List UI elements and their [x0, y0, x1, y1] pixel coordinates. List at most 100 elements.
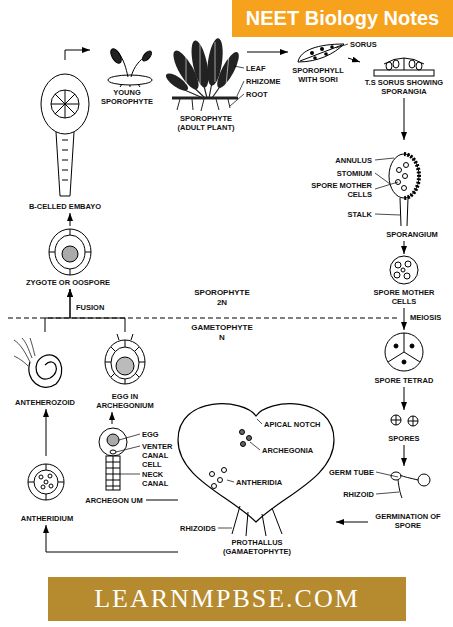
cycle-arrow [404, 387, 405, 410]
archegonium-drawing [106, 456, 120, 490]
sporangium-drawing [400, 198, 408, 226]
prothallus-drawing [218, 419, 262, 528]
watermark-text: LEARNMPBSE.COM [94, 584, 360, 614]
spore-tetrad-drawing [402, 360, 406, 364]
spore-mother-cells-drawing [390, 256, 418, 284]
sorus-section-drawing [404, 58, 405, 70]
part-label: SORUS [350, 40, 377, 49]
cycle-arrow [404, 98, 405, 140]
embryo-drawing [55, 94, 75, 114]
life-stage: SPORES [374, 410, 434, 445]
sorus-section-drawing [386, 62, 392, 70]
prothallus-drawing [218, 478, 223, 483]
cycle-arrow [404, 445, 405, 466]
prothallus-drawing [212, 484, 217, 489]
spores-drawing [391, 415, 401, 425]
antheridium-drawing [41, 485, 45, 489]
antheridium-drawing [39, 475, 43, 479]
cycle-arrow [46, 525, 178, 552]
embryo-drawing [56, 132, 74, 196]
young-sporophyte-drawing [108, 47, 153, 87]
sporophyll-drawing [324, 52, 328, 56]
spore-mother-cells-drawing [404, 273, 410, 279]
archegonium-drawing [99, 428, 127, 456]
zygote-drawing [62, 246, 78, 262]
antheridium-drawing [48, 474, 52, 478]
life-stage: T.S SORUS SHOWING SPORANGIA [360, 52, 448, 98]
life-stage: SPOROPHYLL WITH SORI [288, 42, 348, 86]
antherozoid-drawing [29, 355, 62, 387]
life-stage: SPORANGIUM [376, 140, 448, 241]
part-label: RHIZOIDS [180, 524, 216, 533]
part-label: ANNULUS [335, 156, 372, 165]
sporophyll-drawing [310, 45, 334, 60]
spore-mother-cells-drawing [405, 261, 411, 267]
embryo-drawing [41, 74, 89, 196]
stage-caption: B-CELLED EMBAYO [15, 202, 115, 211]
adult-fern-drawing [163, 37, 242, 93]
cycle-arrow [336, 522, 368, 523]
young-sporophyte-drawing [120, 84, 140, 87]
cycle-arrow [348, 58, 360, 62]
young-sporophyte-drawing [109, 47, 124, 65]
spore-tetrad-drawing [385, 333, 423, 371]
stage-caption: SPORES [376, 434, 432, 443]
cycle-arrow [65, 50, 90, 60]
sporophyll-drawing [310, 51, 314, 55]
spore-germination-drawing [418, 474, 430, 486]
part-label: SPORE MOTHER CELLS [310, 181, 372, 199]
stage-caption: ARCHEGON UM [83, 496, 145, 505]
egg-in-archegonium-drawing [117, 334, 133, 340]
part-label: ANTHERIDIA [236, 478, 282, 487]
antheridium-drawing [44, 480, 48, 484]
footer-banner: LEARNMPBSE.COM [48, 577, 406, 621]
part-label: NECK CANAL [142, 470, 176, 488]
zygote-drawing [55, 235, 85, 269]
part-label: EGG [142, 430, 159, 439]
stage-caption: SPOROPHYTE (ADULT PLANT) [174, 114, 238, 132]
sorus-section-drawing [409, 60, 415, 68]
spore-mother-cells-drawing [395, 262, 401, 268]
sorus-section-drawing [374, 58, 434, 76]
stage-caption: T.S SORUS SHOWING SPORANGIA [361, 78, 447, 96]
antheridium-drawing [34, 470, 58, 494]
stage-caption: GERMINATION OF SPORE [372, 512, 444, 530]
part-label: SPOROPHYTE 2N [192, 288, 252, 307]
spore-germination-drawing [376, 472, 399, 494]
archegonium-drawing [106, 456, 120, 490]
sporangium-drawing [403, 174, 408, 179]
spore-tetrad-drawing [394, 344, 398, 348]
stage-caption: ANTHERIDIUM [10, 514, 84, 523]
spore-mother-cells-drawing [401, 268, 405, 272]
spore-tetrad-drawing [385, 333, 423, 371]
embryo-drawing [55, 94, 75, 114]
archegonium-drawing [110, 450, 116, 454]
spores-drawing [391, 415, 418, 426]
sporophyll-drawing [320, 47, 324, 51]
sorus-section-drawing [393, 60, 399, 68]
sporophyll-drawing [298, 44, 344, 62]
antherozoid-drawing [14, 338, 62, 387]
archegonium-drawing [99, 428, 140, 490]
zygote-drawing [49, 229, 91, 275]
adult-fern-drawing [177, 99, 230, 111]
prothallus-drawing [240, 430, 245, 435]
life-stage: GERMINATION OF SPORE [368, 466, 448, 532]
sporophyll-drawing [330, 45, 334, 49]
zygote-drawing [49, 229, 91, 275]
stage-caption: SPORE TETRAD [366, 376, 442, 385]
sporangium-drawing [397, 168, 402, 173]
archegonium-drawing [116, 434, 140, 474]
cycle-arrow [247, 52, 288, 53]
stage-caption: PROTHALLUS (GAMAETOPHYTE) [216, 538, 298, 556]
cycle-arrow [70, 213, 71, 226]
part-label: STOMIUM [337, 169, 372, 178]
page-title: NEET Biology Notes [246, 7, 439, 30]
sorus-section-drawing [416, 62, 422, 70]
spores-drawing [391, 415, 401, 425]
stage-caption: SPOROPHYLL WITH SORI [289, 66, 347, 84]
life-stage: YOUNG SPOROPHYTE [90, 46, 164, 108]
header-banner: NEET Biology Notes [232, 0, 453, 37]
prothallus-drawing [210, 472, 215, 477]
